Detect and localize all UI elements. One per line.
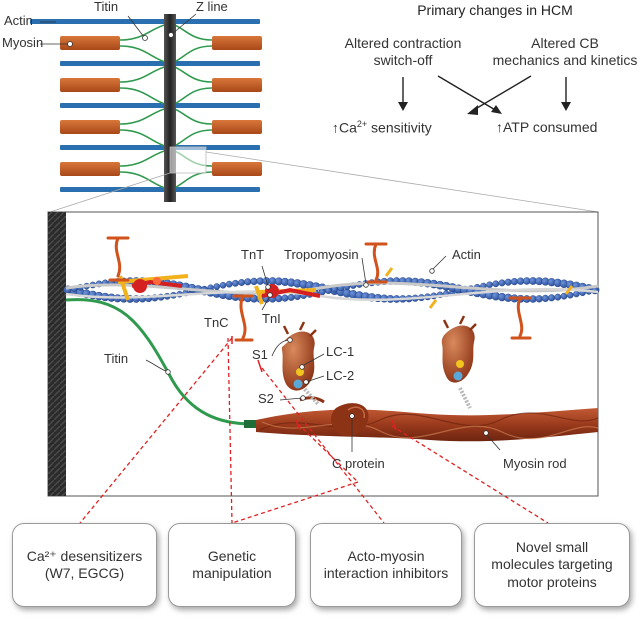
actin-bead	[225, 280, 233, 288]
tni-label: TnI	[262, 311, 281, 326]
myosin-rod	[256, 382, 599, 442]
actin-bead	[541, 294, 549, 302]
troponin-complex-1	[117, 274, 189, 301]
actin-bead	[231, 279, 239, 287]
sarcomere-schematic	[30, 13, 262, 202]
actin-bead	[486, 281, 493, 289]
titin-strand	[65, 298, 253, 426]
tnt-label: TnT	[241, 247, 265, 262]
actin-detail-label: Actin	[452, 247, 481, 262]
lc1-label: LC-1	[326, 344, 355, 359]
intervention-lines	[79, 337, 549, 524]
lc2-label: LC-2	[326, 368, 355, 383]
effect-atp-consumed: ↑ATP consumed	[496, 119, 598, 135]
orange-tethers	[106, 236, 532, 342]
actin-bead	[535, 295, 543, 303]
tropomyosin-label: Tropomyosin	[284, 247, 359, 262]
myosin-rod-label: Myosin rod	[503, 456, 567, 471]
effect-ca-sensitivity: ↑Ca2+ sensitivity	[332, 119, 432, 136]
myosin-label: Myosin	[2, 35, 44, 50]
magnify-region	[169, 146, 207, 174]
actin-bead	[516, 277, 525, 285]
actin-bead	[287, 293, 295, 301]
actin-bead	[238, 279, 246, 286]
actin-bead	[566, 291, 574, 299]
z-line-label: Z line	[196, 0, 228, 14]
tnc-label: TnC	[204, 315, 229, 330]
actin-bead	[281, 294, 289, 302]
titin-marker	[142, 35, 148, 41]
actin-bead	[250, 277, 258, 286]
myosin-head-1	[281, 321, 317, 391]
actin-bead	[213, 283, 221, 290]
titin-detail-label: Titin	[104, 351, 129, 366]
actin-label: Actin	[4, 13, 33, 28]
actin-bead	[548, 294, 556, 302]
actin-bead	[498, 279, 506, 287]
actin-bead	[492, 280, 500, 288]
actin-bead	[573, 290, 580, 298]
myosin-filaments	[60, 36, 262, 176]
titin-label: Titin	[94, 0, 119, 14]
intervention-ca-desensitizers: Ca²⁺ desensitizers(W7, EGCG)	[12, 523, 157, 607]
hcm-title: Primary changes in HCM	[417, 2, 573, 18]
myosin-head-2	[441, 315, 477, 383]
actin-filaments	[30, 19, 260, 192]
tropomyosin-tags	[384, 267, 574, 309]
detail-leaders	[145, 255, 501, 452]
hcm-arrows	[398, 75, 571, 115]
actin-bead	[219, 282, 227, 289]
z-line-marker	[168, 32, 174, 38]
z-disk	[48, 212, 66, 496]
myosin-marker	[67, 41, 73, 47]
s1-label: S1	[252, 347, 268, 362]
titin-anchor	[244, 420, 258, 428]
actin-bead	[325, 287, 332, 294]
s2-label: S2	[258, 391, 274, 406]
inhibition-marks	[231, 336, 397, 431]
actin-bead	[510, 278, 518, 286]
actin-bead	[504, 278, 512, 286]
z-line-bar	[164, 14, 176, 202]
c-protein-label: C protein	[332, 456, 385, 471]
zoom-lines	[49, 151, 599, 213]
actin-bead	[554, 293, 562, 301]
actin-bead	[244, 278, 252, 286]
